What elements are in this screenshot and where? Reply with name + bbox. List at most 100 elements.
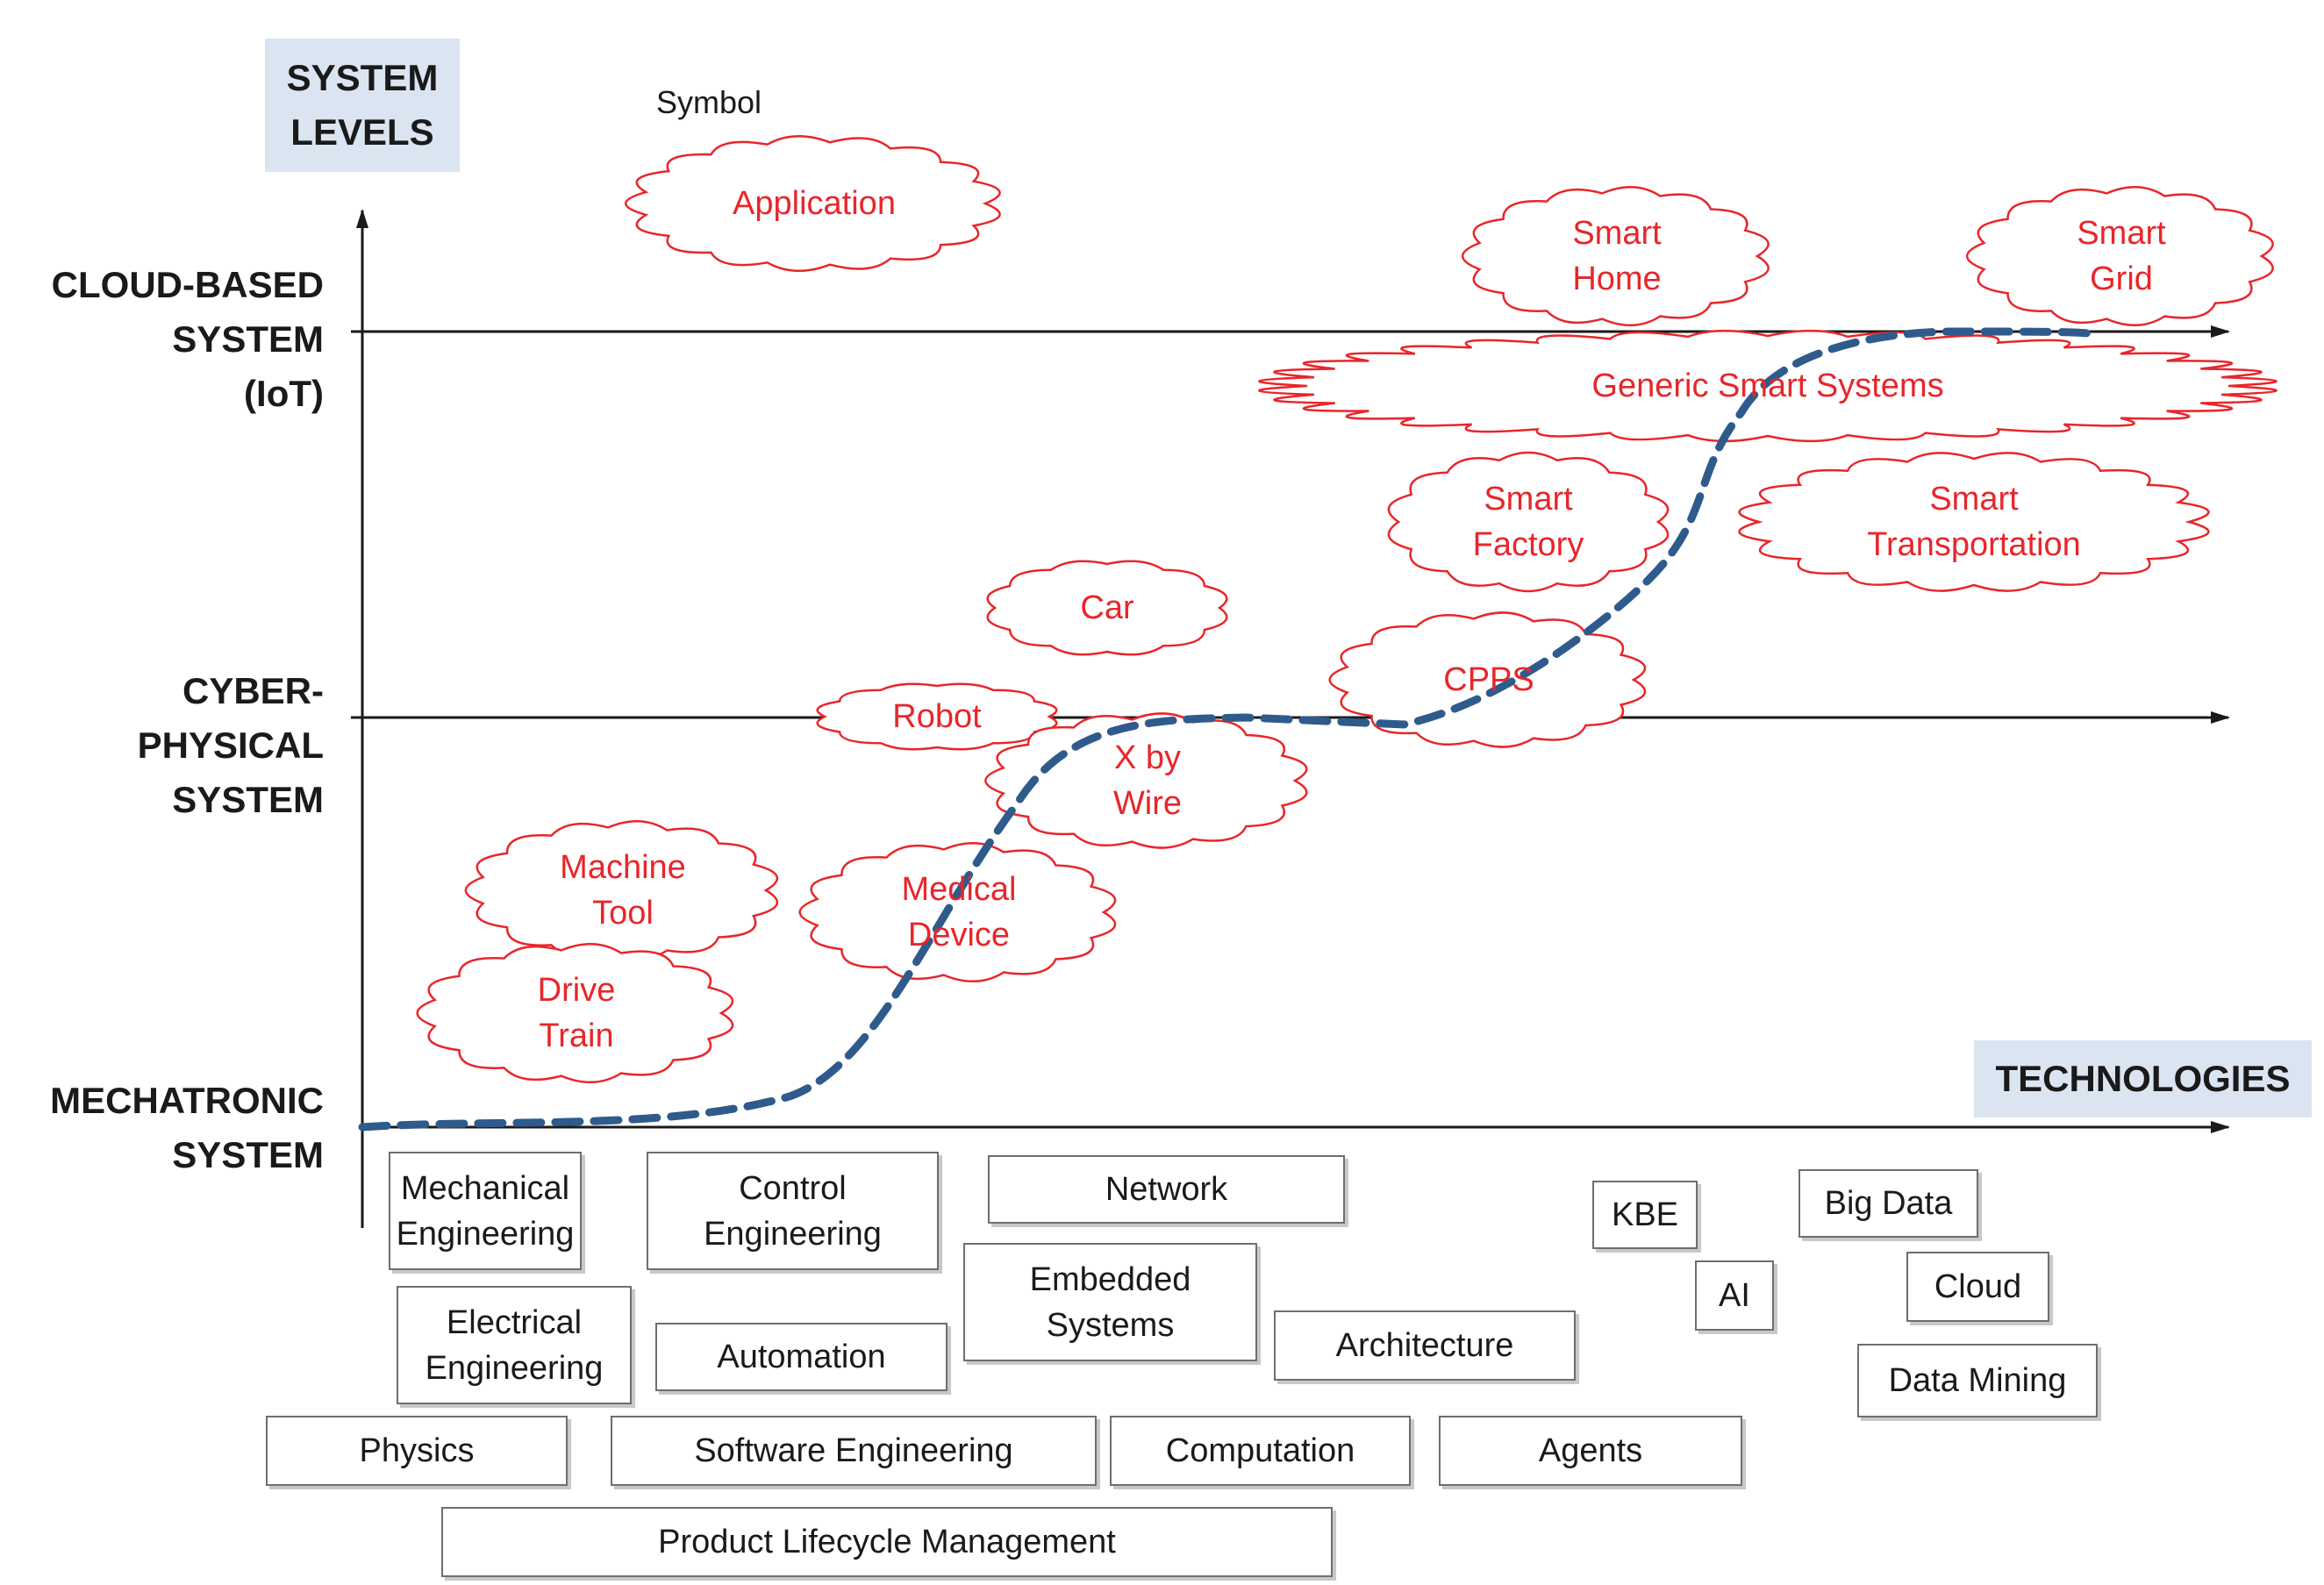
tech-kbe-line-1: KBE [1611, 1196, 1679, 1233]
tech-electrical-line-2: Engineering [425, 1349, 604, 1387]
cloud-shape-x-by-wire [984, 712, 1308, 849]
tech-embedded-line-1: Embedded [1029, 1260, 1191, 1298]
cloud-application: Application [733, 181, 896, 226]
level-mechatronic-system: MECHATRONIC SYSTEM [50, 1074, 324, 1182]
tech-software-engineering: Software Engineering [611, 1416, 1097, 1486]
tech-software-line-1: Software Engineering [694, 1432, 1013, 1469]
system-levels-line-2: LEVELS [290, 111, 434, 153]
cloud-shape-car [986, 560, 1228, 656]
cloud-robot-line-1: Robot [892, 698, 982, 735]
clouds-layer [416, 134, 2278, 1084]
tech-control-line-1: Control [739, 1169, 847, 1207]
tech-mechanical-line-1: Mechanical [400, 1169, 570, 1207]
cloud-shape-smart-home [1462, 185, 1770, 327]
cloud-shape-smart-transportation [1738, 452, 2210, 592]
cloud-shape-drive-train [416, 942, 734, 1084]
level-mechatronic-line-2: SYSTEM [172, 1134, 324, 1175]
tech-automation: Automation [655, 1323, 947, 1391]
level-cloud-based-system: CLOUD-BASED SYSTEM (IoT) [52, 258, 324, 421]
cloud-shape-smart-grid [1966, 185, 2274, 327]
system-levels-header: SYSTEM LEVELS [265, 39, 460, 172]
tech-data-mining: Data Mining [1857, 1344, 2098, 1417]
tech-big-data-line-1: Big Data [1824, 1185, 1953, 1222]
tech-big-data: Big Data [1798, 1169, 1978, 1238]
tech-physics-line-1: Physics [359, 1432, 475, 1469]
cloud-drive-train-line-1: Drive [537, 972, 616, 1009]
tech-ai-line-1: AI [1719, 1277, 1750, 1314]
tech-agents: Agents [1439, 1416, 1742, 1486]
tech-network: Network [988, 1155, 1345, 1224]
cloud-shape-application [625, 134, 1001, 273]
cloud-cpps-line-1: CPPS [1443, 661, 1534, 698]
technologies-label: TECHNOLOGIES [1995, 1058, 2291, 1099]
cloud-smart-transportation: Smart Transportation [1867, 476, 2081, 568]
cloud-cpps: CPPS [1443, 657, 1534, 703]
cloud-application-line-1: Application [733, 185, 896, 222]
cloud-car-line-1: Car [1080, 589, 1134, 626]
cloud-smart-home-line-1: Smart [1572, 215, 1662, 252]
level-cloud-line-3: (IoT) [244, 373, 324, 414]
level-cps-line-1: CYBER-PHYSICAL [137, 670, 324, 766]
tech-kbe: KBE [1592, 1181, 1698, 1249]
tech-architecture: Architecture [1274, 1310, 1576, 1381]
level-cloud-line-1: CLOUD-BASED [51, 264, 324, 305]
cloud-medical-device-line-2: Device [907, 917, 1011, 953]
level-cyber-physical-system: CYBER-PHYSICAL SYSTEM [0, 664, 324, 827]
cloud-smart-grid-line-1: Smart [2077, 215, 2166, 252]
cloud-smart-factory-line-2: Factory [1472, 526, 1584, 563]
tech-computation-line-1: Computation [1165, 1432, 1355, 1469]
tech-embedded-line-2: Systems [1046, 1306, 1175, 1344]
tech-agents-line-1: Agents [1538, 1432, 1643, 1469]
tech-computation: Computation [1110, 1416, 1411, 1486]
cloud-smart-grid: Smart Grid [2077, 211, 2165, 302]
cloud-shape-smart-factory [1387, 451, 1670, 593]
tech-mechanical-line-2: Engineering [396, 1215, 575, 1253]
cloud-robot: Robot [892, 694, 981, 739]
cloud-x-by-wire-line-2: Wire [1112, 785, 1183, 822]
tech-cloud: Cloud [1906, 1252, 2049, 1322]
cloud-smart-home-line-2: Home [1572, 261, 1662, 297]
tech-cloud-line-1: Cloud [1934, 1268, 2022, 1305]
system-levels-line-1: SYSTEM [286, 57, 439, 98]
tech-architecture-line-1: Architecture [1335, 1327, 1514, 1364]
cloud-machine-tool-line-1: Machine [560, 849, 686, 886]
cloud-medical-device: Medical Device [902, 867, 1017, 958]
cloud-smart-transportation-line-2: Transportation [1867, 526, 2081, 563]
tech-data-mining-line-1: Data Mining [1888, 1362, 2067, 1399]
cloud-shape-machine-tool [464, 819, 779, 961]
cloud-shape-robot [816, 682, 1058, 751]
tech-control-line-2: Engineering [704, 1215, 882, 1253]
cloud-car: Car [1080, 585, 1133, 631]
level-mechatronic-line-1: MECHATRONIC [50, 1080, 324, 1121]
symbol-legend-label: Symbol [656, 84, 762, 120]
cloud-generic-line-1: Generic Smart Systems [1591, 368, 1944, 404]
cloud-machine-tool-line-2: Tool [592, 895, 654, 932]
cloud-smart-transportation-line-1: Smart [1929, 481, 2019, 518]
tech-electrical-line-1: Electrical [446, 1303, 583, 1341]
level-cps-line-2: SYSTEM [172, 779, 324, 820]
tech-automation-line-1: Automation [717, 1339, 886, 1375]
tech-plm-line-1: Product Lifecycle Management [658, 1524, 1116, 1560]
cloud-drive-train: Drive Train [538, 967, 616, 1059]
tech-network-line-1: Network [1105, 1171, 1228, 1208]
level-cloud-line-2: SYSTEM [172, 318, 324, 360]
cloud-smart-factory: Smart Factory [1473, 476, 1584, 568]
tech-physics: Physics [266, 1416, 568, 1486]
tech-product-lifecycle-management: Product Lifecycle Management [441, 1507, 1333, 1577]
cloud-x-by-wire: X by Wire [1113, 735, 1182, 826]
cloud-x-by-wire-line-1: X by [1113, 739, 1182, 776]
cloud-smart-factory-line-1: Smart [1484, 481, 1573, 518]
cloud-generic-smart-systems: Generic Smart Systems [1591, 363, 1943, 409]
cloud-machine-tool: Machine Tool [560, 845, 686, 936]
evolution-trend-line [358, 327, 2092, 1132]
cloud-smart-grid-line-2: Grid [2090, 261, 2153, 297]
cloud-medical-device-line-1: Medical [901, 871, 1017, 908]
cloud-smart-home: Smart Home [1572, 211, 1661, 302]
technologies-header: TECHNOLOGIES [1974, 1040, 2312, 1117]
